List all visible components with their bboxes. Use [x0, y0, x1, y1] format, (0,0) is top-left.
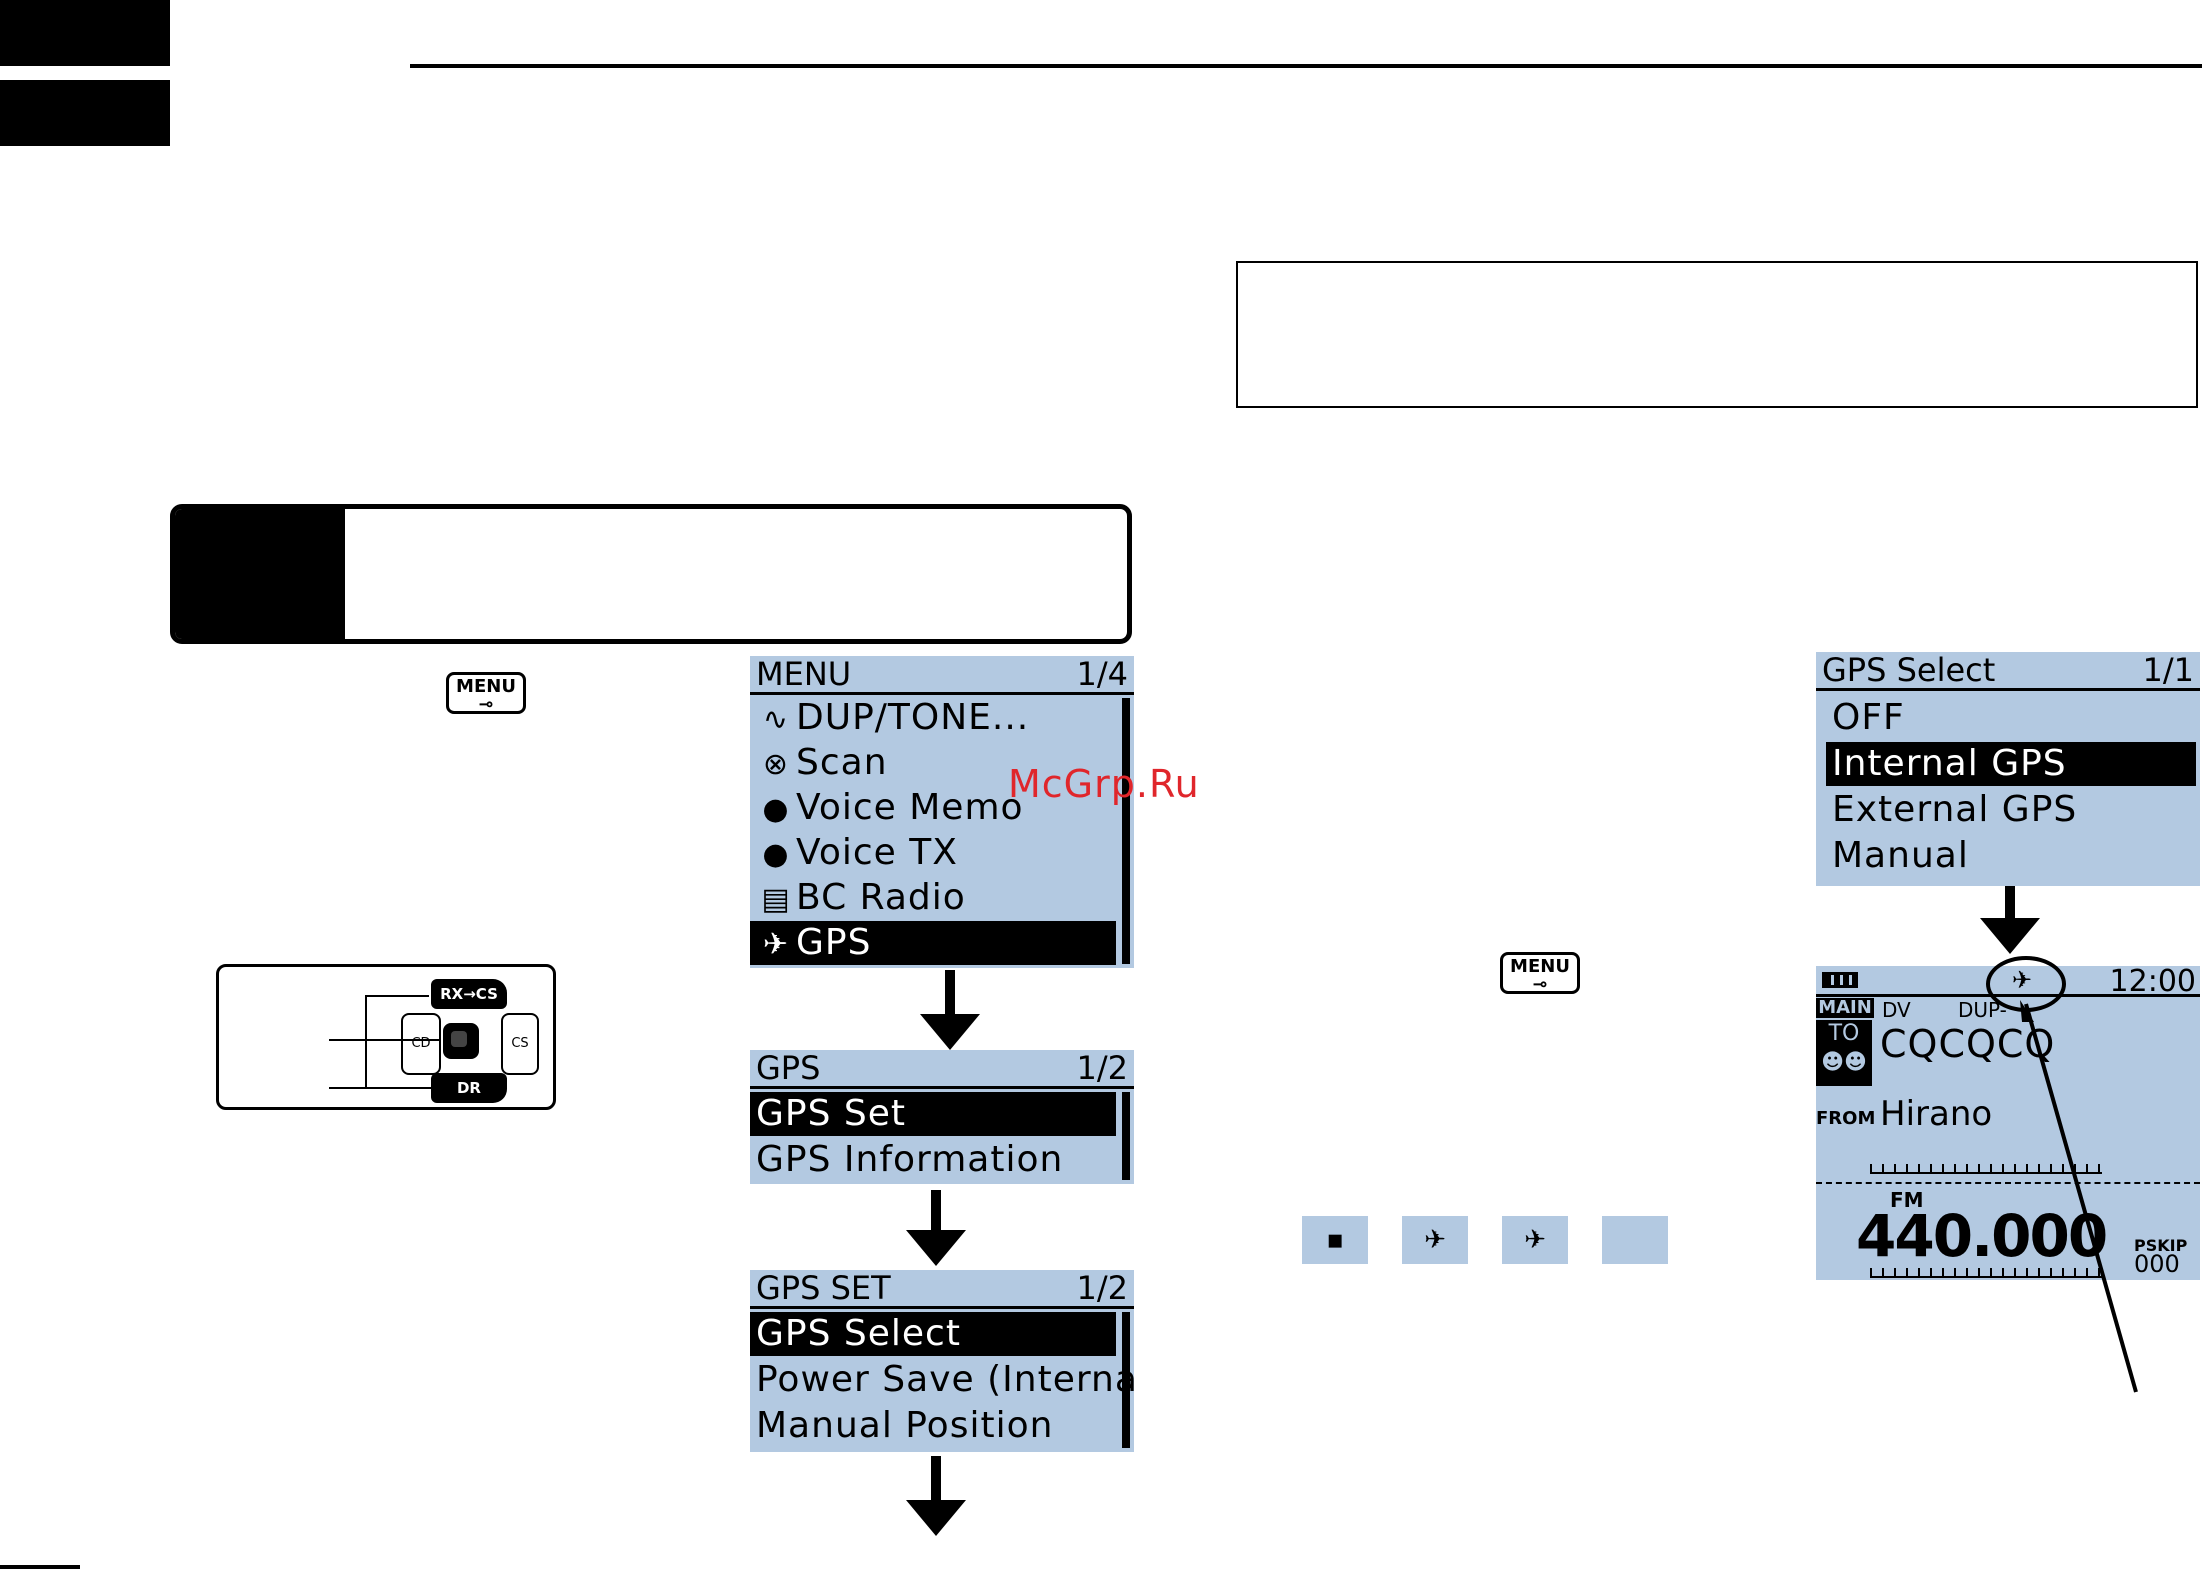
frequency: 440.000	[1856, 1202, 2108, 1270]
gps-state-sample-1: ▪	[1302, 1216, 1368, 1264]
from-callsign: Hirano	[1880, 1094, 1993, 1134]
note-box	[1236, 261, 2198, 408]
menu-item-voice-memo[interactable]: ●Voice Memo	[750, 786, 1116, 830]
main-badge: MAIN	[1816, 998, 1874, 1018]
key-icon-2: ⊸	[1532, 974, 1548, 995]
gps-state-sample-2: ✈	[1402, 1216, 1468, 1264]
watermark: McGrp.Ru	[1008, 762, 1200, 806]
mode-label: DV	[1882, 998, 1911, 1022]
callout-pointer	[2020, 1000, 2138, 1393]
menu-item-gps-set[interactable]: GPS Set	[750, 1092, 1116, 1136]
cs-label: CS	[511, 1036, 529, 1051]
screen-title: GPS	[756, 1050, 821, 1087]
option-internal-gps[interactable]: Internal GPS	[1826, 742, 2196, 786]
callout-line	[365, 995, 429, 997]
gps-set-screen: GPS SET 1/2 GPS Select Power Save (Inter…	[750, 1270, 1134, 1452]
menu-item-scan[interactable]: ⊗Scan	[750, 741, 1116, 785]
menu-key-button-2[interactable]: MENU ⊸	[1500, 952, 1580, 994]
scrollbar[interactable]	[1122, 698, 1130, 964]
menu-item-manual-position[interactable]: Manual Position	[756, 1405, 1054, 1446]
dr-label: DR	[456, 1079, 481, 1097]
main-screen: ✈ 12:00 MAIN DV DUP- TO ☻☻ CQCQCQ FROM H…	[1816, 966, 2200, 1280]
footer-rule	[0, 1565, 80, 1569]
s-meter	[1870, 1164, 2102, 1174]
menu-item-voice-tx[interactable]: ●Voice TX	[750, 831, 1116, 875]
step-header-box	[170, 504, 1132, 644]
callout-line	[329, 1039, 441, 1041]
page-indicator: 1/1	[2142, 652, 2195, 689]
group-icon: ☻☻	[1821, 1050, 1867, 1075]
rx-cs-label: RX→CS	[440, 985, 498, 1003]
microphone-icon: ●	[762, 792, 790, 827]
menu-item-power-save[interactable]: Power Save (Interna	[756, 1359, 1134, 1400]
dr-key[interactable]: DR	[431, 1073, 507, 1103]
menu-item-dup-tone[interactable]: ∿DUP/TONE...	[750, 696, 1116, 740]
radio-icon: ▤	[761, 882, 791, 917]
to-callsign: CQCQCQ	[1880, 1022, 2056, 1066]
key-icon: ⊸	[478, 694, 494, 715]
scrollbar[interactable]	[1122, 1092, 1130, 1180]
to-badge: TO ☻☻	[1816, 1020, 1872, 1086]
gps-state-sample-4	[1602, 1216, 1668, 1264]
flow-arrow	[906, 1190, 966, 1266]
menu-key-button[interactable]: MENU ⊸	[446, 672, 526, 714]
menu-key-label: MENU	[456, 676, 516, 697]
gps-state-sample-3: ✈	[1502, 1216, 1568, 1264]
menu-key-label-2: MENU	[1510, 956, 1570, 977]
page-indicator: 1/2	[1076, 1050, 1129, 1087]
satellite-icon: ✈	[762, 927, 790, 962]
battery-icon	[1822, 972, 1858, 988]
screen-title: GPS SET	[756, 1270, 891, 1307]
tone-icon: ∿	[762, 702, 790, 737]
option-manual[interactable]: Manual	[1832, 835, 1969, 876]
menu-screen: MENU 1/4 ∿DUP/TONE... ⊗Scan ●Voice Memo …	[750, 656, 1134, 968]
option-off[interactable]: OFF	[1832, 697, 1905, 738]
binoculars-icon: ⊗	[762, 747, 790, 782]
header-rule	[410, 64, 2202, 68]
callout-line	[329, 1087, 431, 1089]
channel-number: 000	[2134, 1250, 2180, 1278]
menu-item-gps-information[interactable]: GPS Information	[756, 1139, 1064, 1180]
cd-key[interactable]: CD	[401, 1013, 441, 1075]
cs-key[interactable]: CS	[501, 1013, 539, 1075]
tuning-bar	[1870, 1268, 2102, 1278]
gps-select-screen: GPS Select 1/1 OFF Internal GPS External…	[1816, 652, 2200, 886]
microphone-tx-icon: ●	[762, 837, 790, 872]
clock: 12:00	[2109, 966, 2196, 999]
modulation-label: FM	[1890, 1188, 1924, 1212]
callout-line	[365, 995, 367, 1089]
menu-item-gps-select[interactable]: GPS Select	[750, 1312, 1116, 1356]
gps-screen: GPS 1/2 GPS Set GPS Information	[750, 1050, 1134, 1184]
pskip-label: PSKIP	[2134, 1236, 2188, 1255]
step-number-block	[175, 509, 345, 639]
screen-title: GPS Select	[1822, 652, 1996, 689]
section-tab-top	[0, 0, 170, 66]
section-tab-bottom	[0, 80, 170, 146]
page-indicator: 1/4	[1076, 656, 1129, 693]
center-joystick[interactable]	[443, 1023, 479, 1059]
page-indicator: 1/2	[1076, 1270, 1129, 1307]
option-external-gps[interactable]: External GPS	[1832, 789, 2078, 830]
keypad-diagram: RX→CS CD CS DR	[216, 964, 556, 1110]
rx-cs-key[interactable]: RX→CS	[431, 979, 507, 1009]
screen-title: MENU	[756, 656, 852, 693]
menu-item-bc-radio[interactable]: ▤BC Radio	[750, 876, 1116, 920]
flow-arrow	[906, 1456, 966, 1538]
flow-arrow	[920, 970, 980, 1050]
flow-arrow	[1980, 886, 2040, 954]
from-label: FROM	[1816, 1108, 1876, 1129]
menu-item-gps[interactable]: ✈GPS	[750, 921, 1116, 965]
divider	[1816, 1182, 2200, 1184]
scrollbar[interactable]	[1122, 1312, 1130, 1448]
